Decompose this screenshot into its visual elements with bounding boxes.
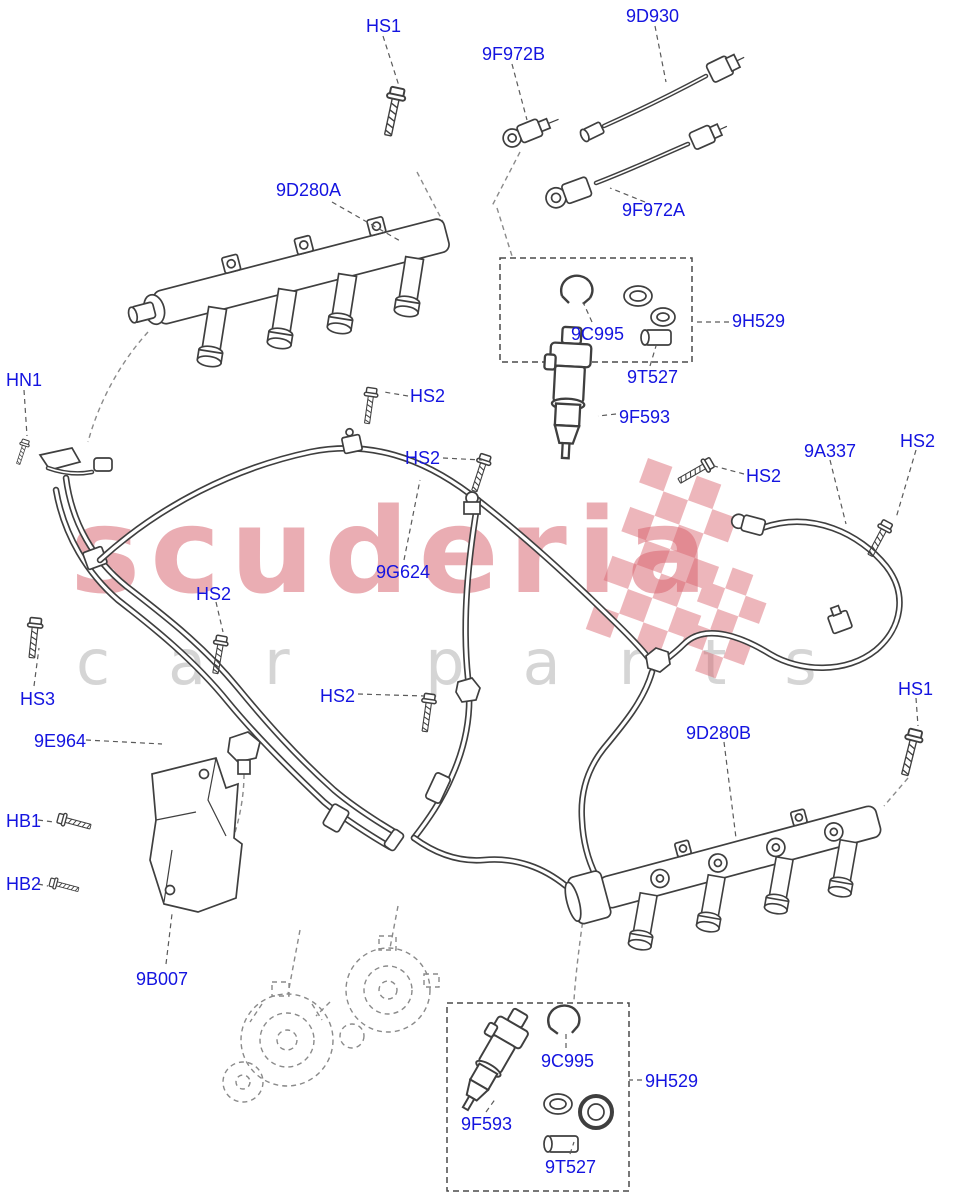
part-label-9a337[interactable]: 9A337 [804, 441, 857, 461]
injector-kit-box-top [499, 257, 693, 461]
part-label-9c995-top[interactable]: 9C995 [571, 324, 625, 344]
part-label-hb1[interactable]: HB1 [6, 811, 42, 831]
seal-kit-9t527-top [623, 285, 676, 346]
fuel-rail-9d280a [127, 216, 450, 370]
seal-kit-9t527-bottom [543, 1093, 614, 1153]
sensor-9f972a [545, 123, 728, 209]
fuel-rail-9d280b [564, 805, 882, 953]
part-label-hs1-bottom[interactable]: HS1 [898, 679, 934, 699]
part-label-hs2-a[interactable]: HS2 [410, 386, 446, 406]
part-label-9d930[interactable]: 9D930 [626, 6, 680, 26]
part-label-9f593-bottom[interactable]: 9F593 [461, 1114, 513, 1134]
sensor-9f972b [502, 117, 559, 148]
part-label-9t527-bottom[interactable]: 9T527 [545, 1157, 597, 1177]
part-label-hn1[interactable]: HN1 [6, 370, 43, 390]
part-label-9t527-top[interactable]: 9T527 [627, 367, 679, 387]
fuel-pipe-9a337 [578, 513, 903, 880]
bracket-hn1-area [13, 438, 113, 476]
part-label-hs2-b[interactable]: HS2 [405, 448, 441, 468]
leader-lines [23, 25, 919, 1155]
heat-shield-9b007 [149, 756, 243, 913]
fuel-pipe-9g624 [96, 427, 654, 890]
part-label-9h529-top[interactable]: 9H529 [732, 311, 786, 331]
part-label-9f593-top[interactable]: 9F593 [619, 407, 671, 427]
part-label-9e964[interactable]: 9E964 [34, 731, 87, 751]
part-label-hs2-d[interactable]: HS2 [196, 584, 232, 604]
part-label-hs2-c[interactable]: HS2 [746, 466, 782, 486]
part-label-hs3[interactable]: HS3 [20, 689, 56, 709]
part-label-hs2-e[interactable]: HS2 [320, 686, 356, 706]
part-label-9b007[interactable]: 9B007 [136, 969, 189, 989]
part-label-9h529-bottom[interactable]: 9H529 [645, 1071, 699, 1091]
part-label-hs1-top[interactable]: HS1 [366, 16, 402, 36]
watermark-flag-icon [585, 458, 767, 679]
part-label-9g624[interactable]: 9G624 [376, 562, 431, 582]
part-label-9f972a[interactable]: 9F972A [622, 200, 686, 220]
part-label-9d280b[interactable]: 9D280B [686, 723, 752, 743]
injector-kit-box-bottom [445, 1000, 630, 1192]
part-label-9c995-bottom[interactable]: 9C995 [541, 1051, 595, 1071]
high-pressure-pump-outline [222, 935, 440, 1103]
part-label-hs2-right[interactable]: HS2 [900, 431, 936, 451]
harness-9d930 [579, 53, 745, 143]
part-label-9f972b[interactable]: 9F972B [482, 44, 546, 64]
part-label-hb2[interactable]: HB2 [6, 874, 42, 894]
part-label-9d280a[interactable]: 9D280A [276, 180, 342, 200]
fuel-pipe-9e964 [52, 474, 405, 852]
